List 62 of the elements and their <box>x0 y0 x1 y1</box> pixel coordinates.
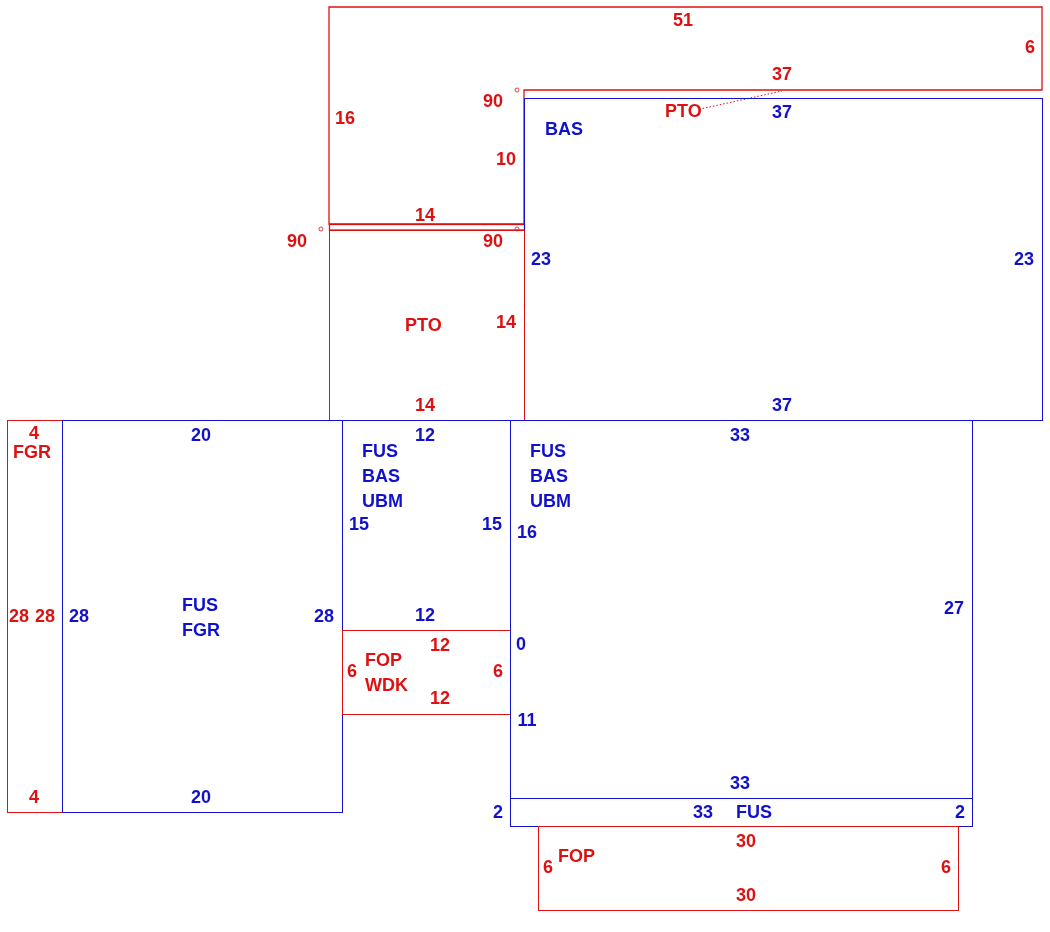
dimension-label: 90 <box>483 89 503 113</box>
dimension-label: 11 <box>517 708 537 732</box>
dimension-label: 12 <box>430 633 450 657</box>
dimension-label: 12 <box>415 423 435 447</box>
area-label: FUS FGR <box>182 594 221 642</box>
dimension-label: 33 <box>730 423 750 447</box>
dimension-label: 6 <box>1025 35 1035 59</box>
dimension-label: 16 <box>517 520 537 544</box>
area-label: FOP WDK <box>365 649 409 697</box>
dimension-label: 28 <box>35 604 55 628</box>
dimension-label: 23 <box>531 247 551 271</box>
dimension-label: 90 <box>483 229 503 253</box>
dimension-label: 15 <box>349 512 369 536</box>
dimension-label: 30 <box>736 883 756 907</box>
dimension-label: 15 <box>482 512 502 536</box>
room-outline <box>62 420 343 813</box>
leader-line <box>702 90 783 109</box>
dimension-label: 10 <box>496 147 516 171</box>
dimension-label: 27 <box>944 596 964 620</box>
dimension-label: 90 <box>287 229 307 253</box>
room-outline <box>538 826 959 911</box>
dimension-label: 6 <box>543 855 553 879</box>
dimension-label: 6 <box>347 659 357 683</box>
dimension-label: 14 <box>496 310 516 334</box>
dimension-label: 16 <box>335 106 355 130</box>
dimension-label: 28 <box>314 604 334 628</box>
room-outline <box>7 420 63 813</box>
room-outline <box>329 230 525 421</box>
dimension-label: 30 <box>736 829 756 853</box>
dimension-label: 33 <box>730 771 750 795</box>
dimension-label: 37 <box>772 62 792 86</box>
dimension-label: 2 <box>493 800 503 824</box>
area-label: FUS BAS UBM <box>530 440 572 513</box>
dimension-label: 20 <box>191 785 211 809</box>
dimension-label: 33 <box>693 800 713 824</box>
dimension-label: 6 <box>941 855 951 879</box>
dimension-label: 37 <box>772 393 792 417</box>
dimension-label: 28 <box>9 604 29 628</box>
dimension-label: 12 <box>415 603 435 627</box>
room-outline <box>524 98 1043 421</box>
dimension-label: 37 <box>772 100 792 124</box>
room-outline <box>510 798 973 827</box>
porch-outline <box>328 6 1043 225</box>
room-outline <box>342 630 511 715</box>
area-label: PTO <box>665 99 702 124</box>
dimension-label: 2 <box>955 800 965 824</box>
dimension-label: 4 <box>29 785 39 809</box>
dimension-label: 14 <box>415 203 435 227</box>
area-label: FOP <box>558 845 595 868</box>
area-label: PTO <box>405 314 442 337</box>
dimension-label: 23 <box>1014 247 1034 271</box>
dimension-label: 28 <box>69 604 89 628</box>
dimension-label: 14 <box>415 393 435 417</box>
room-outline <box>510 420 973 799</box>
dimension-label: 20 <box>191 423 211 447</box>
dimension-label: 12 <box>430 686 450 710</box>
dimension-label: 6 <box>493 659 503 683</box>
area-label: FUS BAS UBM <box>362 440 404 513</box>
area-label: FUS <box>736 801 772 824</box>
dimension-label: 0 <box>516 632 526 656</box>
area-label: BAS <box>545 118 583 141</box>
dimension-label: 51 <box>673 8 693 32</box>
